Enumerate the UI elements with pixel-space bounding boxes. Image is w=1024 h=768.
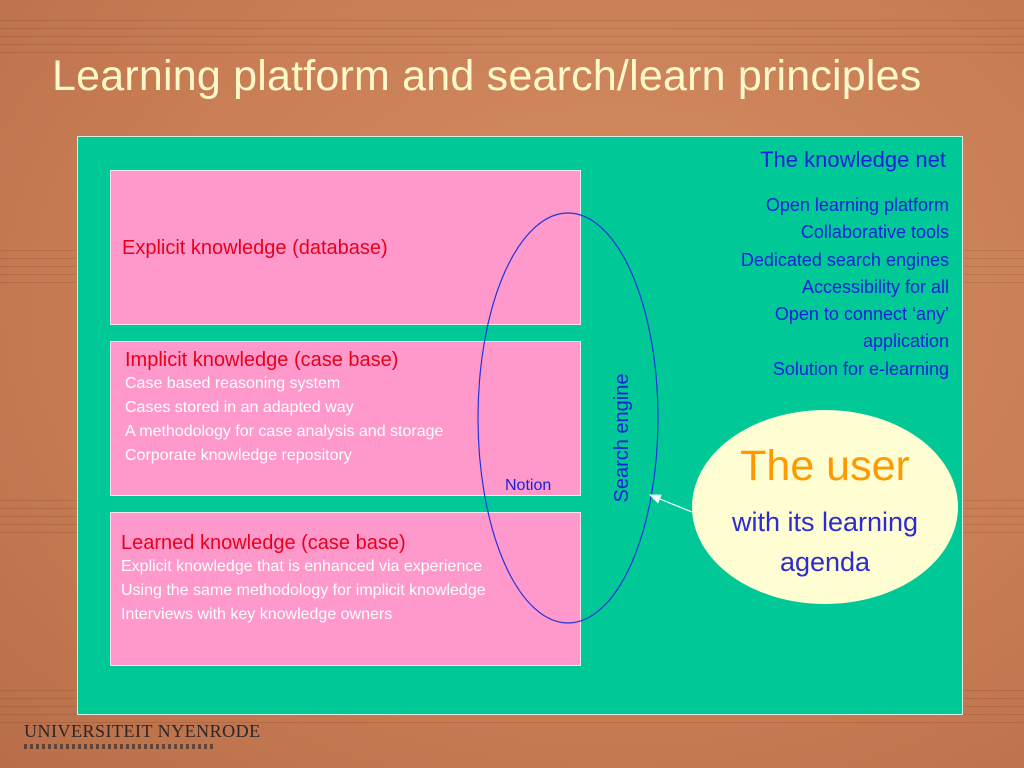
search-engine-ellipse [477, 212, 659, 624]
learned-knowledge-line: Using the same methodology for implicit … [121, 582, 486, 599]
learned-knowledge-box: Learned knowledge (case base) Explicit k… [110, 512, 581, 666]
logo-tagline-strip [24, 744, 216, 749]
learned-knowledge-line: Explicit knowledge that is enhanced via … [121, 558, 483, 575]
user-subtitle-line: agenda [779, 547, 871, 577]
user-subtitle: with its learning agenda [692, 502, 958, 582]
knowledge-net-item: Accessibility for all [801, 276, 949, 297]
user-subtitle-line: with its learning [731, 507, 919, 537]
implicit-knowledge-line: Cases stored in an adapted way [125, 399, 354, 416]
user-ellipse [692, 410, 958, 604]
implicit-knowledge-line: A methodology for case analysis and stor… [125, 423, 444, 440]
implicit-knowledge-heading: Implicit knowledge (case base) [125, 349, 399, 371]
knowledge-net-item: application [862, 331, 949, 352]
implicit-knowledge-line: Corporate knowledge repository [125, 447, 352, 464]
knowledge-net-item: Open to connect ‘any’ [774, 304, 949, 325]
implicit-knowledge-line: Case based reasoning system [125, 375, 341, 392]
knowledge-net-item: Solution for e-learning [772, 358, 949, 379]
user-title: The user [740, 442, 910, 490]
explicit-knowledge-heading: Explicit knowledge (database) [122, 237, 388, 259]
explicit-knowledge-box: Explicit knowledge (database) [110, 170, 581, 325]
knowledge-net-item: Open learning platform [765, 195, 949, 215]
slide-title: Learning platform and search/learn princ… [52, 52, 922, 100]
knowledge-net-item: Collaborative tools [800, 222, 949, 243]
university-logo: UNIVERSITEIT NYENRODE [24, 721, 261, 741]
knowledge-net-list: Open learning platform Collaborative too… [649, 192, 949, 383]
implicit-knowledge-box: Implicit knowledge (case base) Case base… [110, 341, 581, 496]
knowledge-net-title: The knowledge net [760, 147, 946, 172]
music-staff-decoration [0, 20, 1024, 60]
knowledge-net-item: Dedicated search engines [740, 249, 949, 270]
learned-knowledge-line: Interviews with key knowledge owners [121, 606, 393, 623]
notion-label: Notion [505, 477, 552, 494]
user-to-search-arrow [648, 494, 693, 513]
learned-knowledge-heading: Learned knowledge (case base) [121, 532, 406, 554]
